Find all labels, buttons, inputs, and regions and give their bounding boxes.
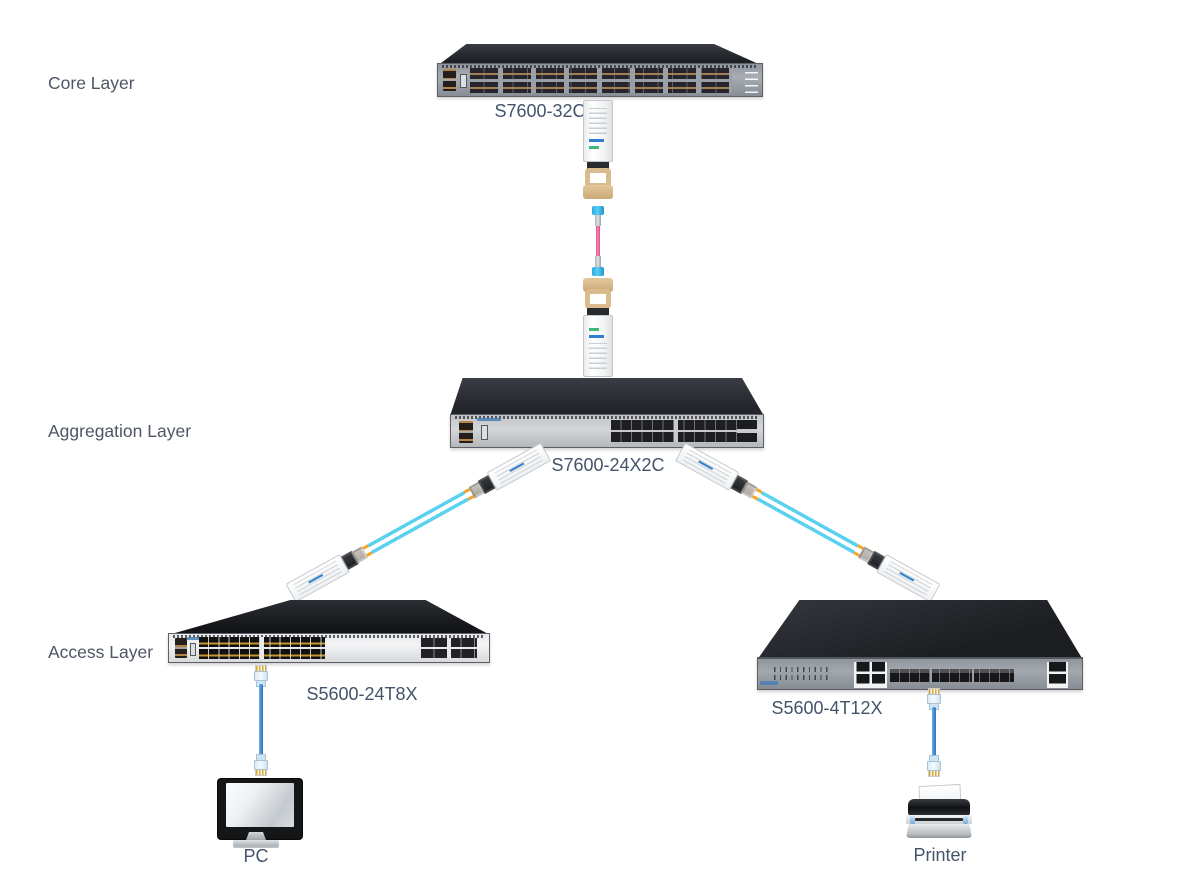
layer-label-access: Access Layer [48,642,154,662]
monitor-bezel [217,778,303,840]
aqua-duplex-fiber [757,490,859,554]
ferrule-lower [595,256,601,267]
access-left-usb-port [190,643,196,656]
lc-boot-lower [592,267,604,276]
transceiver-collar [587,162,609,169]
printer-led-left [910,816,915,824]
rj45-pins [255,665,267,671]
printer-tray [906,824,972,838]
access-left-front-panel [168,633,490,663]
fiber-link-right [674,440,942,604]
core-switch-front-panel [437,63,763,97]
vent-strip [442,65,758,68]
rj45-pins [255,770,267,776]
access-left-chassis-top [168,600,490,635]
access-switch-left [168,600,490,663]
rj45-boot [929,755,939,761]
access-right-model-label: S5600-4T12X [771,698,883,718]
rj45-plug-down [927,755,941,777]
ethernet-cable-pc [259,684,263,756]
qsfp-transceiver-upper [582,100,614,199]
rj45-head [927,694,941,704]
brand-mark [187,637,207,640]
transceiver-brand-mark [589,335,604,338]
vent-strip [455,416,759,419]
rj45-head [254,671,268,681]
pull-tab-loop [585,289,611,309]
access-right-rj45-ports [854,662,887,688]
sfp-transceiver-upper-left [675,442,740,491]
brand-mark [760,681,778,685]
vent-strip [173,635,485,638]
rj45-boot [256,754,266,760]
aggregation-switch-front-panel [450,414,764,448]
core-qsfp-port-bank [470,68,732,93]
rj45-plug-down [254,754,268,776]
pc-label: PC [243,846,269,866]
rj45-head [254,760,268,770]
monitor-base [233,840,279,846]
transceiver-spec-mark [589,146,599,149]
fiber-link-left [284,440,552,604]
ferrule-upper [595,215,601,226]
brand-mark [477,418,501,421]
core-switch [437,44,763,97]
transceiver-label-lines [589,343,607,369]
monitor-screen [226,783,294,827]
core-mgmt-rj45-ports [443,69,456,91]
access-left-sfp-port-bank [421,638,477,658]
access-left-mgmt-rj45-ports [175,638,187,658]
transceiver-body [583,100,613,162]
aggregation-switch-chassis-top [450,378,764,416]
aggregation-switch [450,378,764,448]
pc-monitor [217,778,303,846]
core-usb-port [460,74,467,88]
layer-label-aggregation: Aggregation Layer [48,421,192,441]
printer-output-slot [915,818,963,821]
printer-device [906,783,972,841]
lc-boot-upper [592,206,604,215]
printer-led-right [963,816,968,824]
access-left-rj45-port-bank [199,637,325,659]
transceiver-label-lines [589,108,607,134]
sfp-transceiver-upper-right [486,442,551,491]
rj45-pins [928,771,940,777]
transceiver-brand-mark [589,139,604,142]
aggregation-mgmt-rj45-ports [459,421,473,443]
pull-tab-handle [583,278,613,292]
rj45-head [927,761,941,771]
monitor-stand [246,832,266,840]
pink-fiber [596,226,600,256]
access-right-chassis-top [757,600,1083,660]
access-right-front-panel [757,657,1083,690]
aggregation-usb-port [481,425,488,440]
sfp-transceiver-lower-right [876,553,941,602]
core-status-leds [745,68,758,93]
access-switch-right [757,600,1083,690]
aggregation-sfp-port-bank [611,420,741,442]
ethernet-cable-printer [932,707,936,757]
printer-label: Printer [913,845,967,865]
rj45-pins [928,688,940,694]
transceiver-spec-mark [589,328,599,331]
transceiver-body [583,315,613,377]
fiber-patch-cable-pink [582,206,614,276]
core-switch-chassis-top [437,44,763,66]
layer-label-core: Core Layer [48,73,135,93]
qsfp-transceiver-lower [582,278,614,377]
core-switch-model-label: S7600-32C [494,101,586,121]
sfp-transceiver-lower-left [285,553,350,602]
aggregation-switch-model-label: S7600-24X2C [551,455,665,475]
access-left-model-label: S5600-24T8X [306,684,418,704]
access-right-sfp-port-bank [890,669,1014,682]
aqua-duplex-fiber [367,490,469,554]
transceiver-collar [587,308,609,315]
access-right-led-matrix [774,667,832,680]
aggregation-qsfp-uplink-ports [737,420,757,442]
access-right-uplink-rj45-ports [1047,662,1068,688]
printer-top-cover [908,799,970,815]
pull-tab-handle [583,185,613,199]
